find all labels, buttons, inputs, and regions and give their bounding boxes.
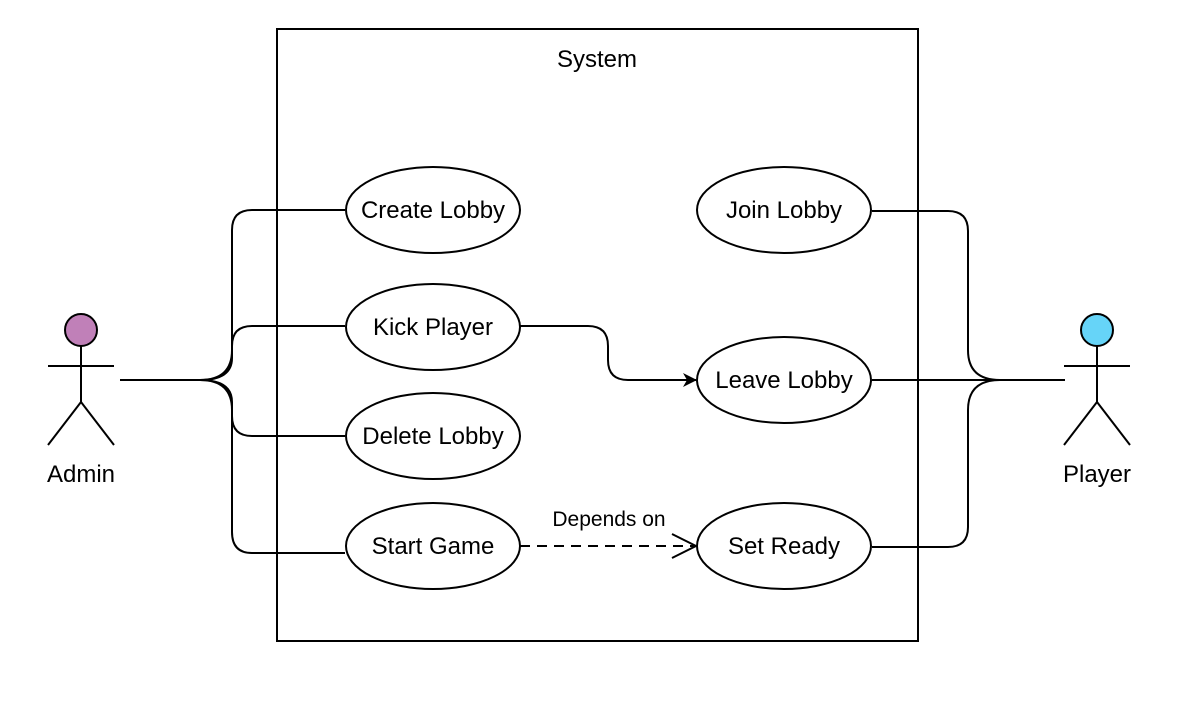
admin-to-delete-lobby-line <box>199 379 345 437</box>
admin-right-leg <box>80 401 115 446</box>
system-label: System <box>557 46 637 73</box>
player-left-leg <box>1063 401 1098 446</box>
player-associations <box>872 210 1065 548</box>
actor-player[interactable]: Player <box>1063 313 1131 488</box>
delete-lobby-label: Delete Lobby <box>362 423 503 450</box>
player-right-leg <box>1096 401 1131 446</box>
player-to-join-lobby-line <box>872 210 1065 381</box>
admin-to-kick-player-line <box>199 325 345 381</box>
use-case-create-lobby[interactable]: Create Lobby <box>345 166 521 254</box>
use-case-start-game[interactable]: Start Game <box>345 502 521 590</box>
actor-admin[interactable]: Admin <box>47 313 115 488</box>
depends-on-relationship: Depends on <box>520 508 699 559</box>
kick-player-label: Kick Player <box>373 314 493 341</box>
player-to-set-ready-line <box>872 379 1001 548</box>
leave-lobby-label: Leave Lobby <box>715 367 852 394</box>
use-case-delete-lobby[interactable]: Delete Lobby <box>345 392 521 480</box>
use-case-leave-lobby[interactable]: Leave Lobby <box>696 336 872 424</box>
start-game-label: Start Game <box>372 533 495 560</box>
use-case-set-ready[interactable]: Set Ready <box>696 502 872 590</box>
kick-to-leave-arrow <box>520 325 697 387</box>
use-case-kick-player[interactable]: Kick Player <box>345 283 521 371</box>
create-lobby-label: Create Lobby <box>361 197 505 224</box>
system-boundary <box>276 28 919 642</box>
admin-label: Admin <box>47 461 115 488</box>
admin-head <box>64 313 98 347</box>
admin-left-leg <box>47 401 82 446</box>
player-head <box>1080 313 1114 347</box>
admin-to-start-game-line <box>199 379 345 554</box>
player-label: Player <box>1063 461 1131 488</box>
set-ready-label: Set Ready <box>728 533 840 560</box>
use-case-join-lobby[interactable]: Join Lobby <box>696 166 872 254</box>
depends-on-label: Depends on <box>552 508 665 531</box>
join-lobby-label: Join Lobby <box>726 197 842 224</box>
admin-associations <box>120 209 345 554</box>
